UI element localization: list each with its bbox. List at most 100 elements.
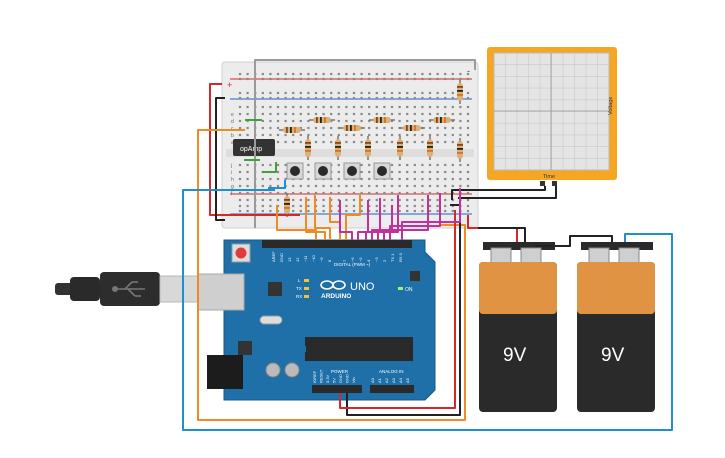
- resistor[interactable]: [305, 139, 311, 157]
- breadboard-hole[interactable]: [466, 184, 470, 188]
- breadboard-hole[interactable]: [284, 163, 287, 167]
- breadboard-hole[interactable]: [322, 140, 325, 144]
- breadboard-hole[interactable]: [337, 170, 340, 174]
- breadboard-hole[interactable]: [261, 198, 264, 202]
- breadboard-hole[interactable]: [307, 191, 310, 195]
- breadboard-hole[interactable]: [421, 184, 424, 188]
- breadboard-hole[interactable]: [307, 204, 310, 208]
- breadboard-hole[interactable]: [307, 72, 310, 76]
- breadboard-hole[interactable]: [299, 191, 302, 195]
- breadboard-hole[interactable]: [436, 204, 439, 208]
- breadboard-hole[interactable]: [360, 119, 363, 123]
- breadboard-hole[interactable]: [246, 133, 249, 137]
- resistor[interactable]: [457, 141, 463, 159]
- breadboard-hole[interactable]: [352, 198, 356, 202]
- breadboard-hole[interactable]: [451, 163, 454, 167]
- breadboard-hole[interactable]: [299, 133, 302, 137]
- breadboard-hole[interactable]: [292, 140, 295, 144]
- breadboard-hole[interactable]: [337, 126, 340, 130]
- breadboard-hole[interactable]: [269, 112, 272, 116]
- breadboard-hole[interactable]: [238, 177, 242, 181]
- breadboard-hole[interactable]: [428, 91, 432, 95]
- breadboard-hole[interactable]: [337, 184, 340, 188]
- breadboard-hole[interactable]: [246, 177, 249, 181]
- breadboard-hole[interactable]: [375, 209, 378, 213]
- breadboard-hole[interactable]: [383, 133, 386, 137]
- breadboard-hole[interactable]: [459, 77, 462, 81]
- breadboard-hole[interactable]: [398, 91, 401, 95]
- breadboard-hole[interactable]: [360, 177, 363, 181]
- breadboard-hole[interactable]: [345, 77, 348, 81]
- breadboard-hole[interactable]: [428, 184, 432, 188]
- breadboard-hole[interactable]: [398, 191, 401, 195]
- breadboard-hole[interactable]: [322, 112, 325, 116]
- breadboard-hole[interactable]: [398, 209, 401, 213]
- breadboard-hole[interactable]: [436, 140, 439, 144]
- breadboard-hole[interactable]: [466, 170, 470, 174]
- breadboard-hole[interactable]: [292, 209, 295, 213]
- breadboard-hole[interactable]: [421, 204, 424, 208]
- breadboard-hole[interactable]: [421, 140, 424, 144]
- resistor[interactable]: [427, 139, 433, 157]
- breadboard-hole[interactable]: [337, 72, 340, 76]
- breadboard-hole[interactable]: [345, 191, 348, 195]
- breadboard-hole[interactable]: [307, 77, 310, 81]
- breadboard-hole[interactable]: [314, 96, 318, 100]
- breadboard-hole[interactable]: [322, 72, 325, 76]
- breadboard-hole[interactable]: [337, 191, 340, 195]
- breadboard-hole[interactable]: [261, 96, 264, 100]
- resistor[interactable]: [373, 117, 391, 123]
- breadboard-hole[interactable]: [337, 105, 340, 109]
- breadboard-hole[interactable]: [375, 126, 378, 130]
- breadboard-hole[interactable]: [276, 184, 280, 188]
- breadboard-hole[interactable]: [428, 77, 432, 81]
- breadboard-hole[interactable]: [360, 105, 363, 109]
- breadboard-hole[interactable]: [368, 72, 371, 76]
- breadboard-hole[interactable]: [398, 133, 401, 137]
- breadboard-hole[interactable]: [246, 77, 249, 81]
- breadboard-hole[interactable]: [322, 126, 325, 130]
- breadboard-hole[interactable]: [383, 91, 386, 95]
- breadboard-hole[interactable]: [406, 91, 409, 95]
- breadboard-hole[interactable]: [314, 91, 318, 95]
- breadboard-hole[interactable]: [261, 72, 264, 76]
- breadboard-hole[interactable]: [360, 209, 363, 213]
- breadboard-hole[interactable]: [238, 209, 242, 213]
- breadboard-hole[interactable]: [406, 77, 409, 81]
- breadboard-hole[interactable]: [428, 105, 432, 109]
- breadboard-hole[interactable]: [398, 170, 401, 174]
- breadboard-hole[interactable]: [330, 204, 333, 208]
- breadboard-hole[interactable]: [269, 96, 272, 100]
- breadboard-hole[interactable]: [360, 112, 363, 116]
- breadboard-hole[interactable]: [352, 96, 356, 100]
- breadboard-hole[interactable]: [345, 204, 348, 208]
- breadboard-hole[interactable]: [345, 209, 348, 213]
- breadboard-hole[interactable]: [390, 112, 394, 116]
- breadboard-hole[interactable]: [246, 184, 249, 188]
- breadboard-hole[interactable]: [436, 105, 439, 109]
- breadboard-hole[interactable]: [466, 77, 470, 81]
- breadboard-hole[interactable]: [276, 170, 280, 174]
- breadboard-hole[interactable]: [436, 72, 439, 76]
- breadboard-hole[interactable]: [337, 198, 340, 202]
- breadboard-hole[interactable]: [330, 209, 333, 213]
- breadboard-hole[interactable]: [276, 191, 280, 195]
- breadboard-hole[interactable]: [269, 133, 272, 137]
- battery-terminal-neg[interactable]: [520, 247, 542, 265]
- breadboard-hole[interactable]: [269, 163, 272, 167]
- breadboard-hole[interactable]: [322, 204, 325, 208]
- breadboard-hole[interactable]: [360, 204, 363, 208]
- breadboard-hole[interactable]: [421, 105, 424, 109]
- breadboard-hole[interactable]: [390, 198, 394, 202]
- breadboard-hole[interactable]: [284, 191, 287, 195]
- breadboard-hole[interactable]: [292, 91, 295, 95]
- breadboard-hole[interactable]: [413, 184, 416, 188]
- breadboard-hole[interactable]: [421, 163, 424, 167]
- battery-terminal-pos[interactable]: [490, 247, 512, 265]
- battery-terminal-neg[interactable]: [618, 247, 640, 265]
- resistor[interactable]: [283, 127, 301, 133]
- breadboard-hole[interactable]: [269, 105, 272, 109]
- breadboard-hole[interactable]: [292, 112, 295, 116]
- breadboard-hole[interactable]: [368, 96, 371, 100]
- breadboard-hole[interactable]: [307, 170, 310, 174]
